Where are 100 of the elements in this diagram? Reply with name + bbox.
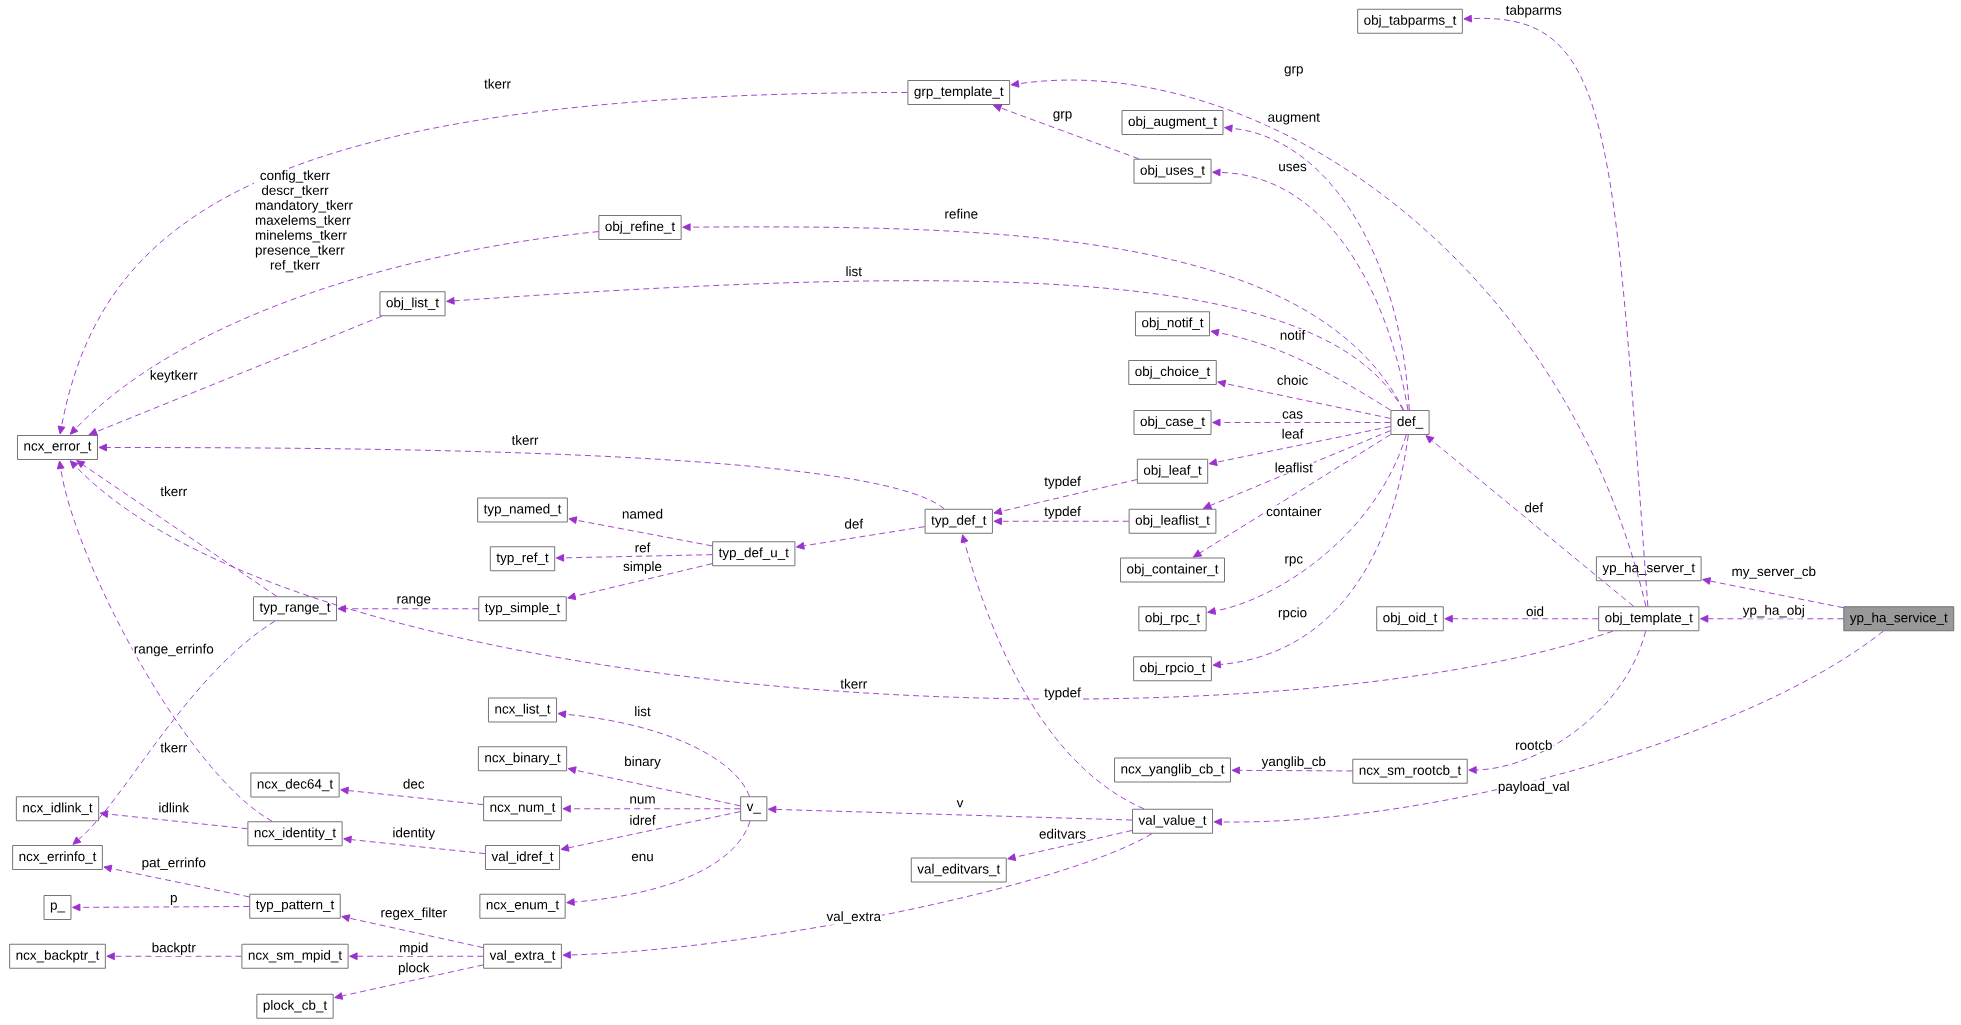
arrow	[88, 315, 383, 436]
edge-label: cas	[1281, 410, 1304, 420]
arrow	[1224, 124, 1410, 411]
edge-label: uses	[1277, 162, 1308, 173]
edge-label: dec	[401, 777, 426, 790]
arrow	[1010, 79, 1647, 607]
arrow	[103, 864, 250, 898]
edge-label: oid	[1525, 605, 1545, 618]
class-box: ncx_dec64_t	[250, 772, 340, 798]
arrow	[560, 811, 741, 852]
edge-label: binary	[623, 755, 662, 770]
edge-label: p	[169, 894, 179, 906]
edge-label: rpc	[1283, 555, 1305, 568]
class-box: v_	[740, 796, 768, 822]
arrow	[349, 952, 484, 961]
edge-label: backptr	[150, 941, 197, 957]
class-box: typ_simple_t	[478, 596, 567, 622]
arrow	[567, 766, 741, 807]
class-box: typ_ref_t	[489, 546, 556, 572]
arrow	[446, 280, 1404, 411]
class-box: obj_list_t	[379, 291, 446, 317]
arrow	[56, 460, 273, 822]
edge-label: rootcb	[1514, 739, 1554, 751]
edge-label: simple	[622, 560, 663, 575]
class-box: typ_pattern_t	[249, 893, 341, 919]
arrow	[106, 952, 242, 961]
edge-label: leaf	[1280, 427, 1305, 440]
edge-label: def	[1523, 501, 1545, 514]
selected-class-box: yp_ha_service_t	[1843, 606, 1955, 632]
arrow	[72, 903, 250, 912]
arrow	[1444, 614, 1599, 623]
edge-label: range	[395, 595, 432, 608]
arrow	[1210, 328, 1391, 411]
class-box: typ_named_t	[477, 497, 568, 523]
arrow	[72, 620, 276, 845]
edge-label: regex_filter	[379, 906, 448, 922]
edge-label: config_tkerr descr_tkerr mandatory_tkerr maxelems_tkerr minelems_tkerr presence_tkerr ref_tkerr	[254, 169, 353, 274]
class-box: ncx_backptr_t	[9, 943, 106, 969]
class-box: plock_cb_t	[256, 993, 334, 1019]
edge-label: tkerr	[159, 485, 189, 498]
class-box: obj_uses_t	[1133, 158, 1212, 184]
arrow	[562, 804, 741, 813]
arrow	[98, 443, 945, 510]
edge-label: mpid	[398, 941, 430, 957]
class-box: obj_augment_t	[1121, 110, 1224, 135]
class-box: val_value_t	[1132, 808, 1213, 834]
arrow	[1212, 418, 1391, 427]
edge-label: choic	[1275, 374, 1310, 386]
edge-label: tkerr	[483, 77, 512, 90]
class-box: yp_ha_server_t	[1595, 556, 1702, 582]
class-box: ncx_enum_t	[479, 893, 566, 919]
class-box: val_idref_t	[485, 845, 560, 870]
edge-label: refine	[943, 207, 980, 220]
arrow	[337, 604, 479, 613]
arrow	[562, 833, 1153, 959]
arrow	[568, 516, 713, 547]
arrow	[993, 517, 1130, 526]
class-box: grp_template_t	[907, 80, 1011, 105]
edge-label: val_extra	[825, 910, 883, 925]
arrow	[1207, 434, 1407, 615]
arrow	[796, 526, 926, 550]
arrow	[767, 805, 1133, 821]
edge-label: list	[633, 705, 652, 718]
arrow	[69, 460, 1614, 700]
class-box: obj_rpc_t	[1138, 606, 1207, 632]
class-box: ncx_binary_t	[477, 746, 568, 772]
edge-label: typdef	[1043, 475, 1082, 490]
arrow	[1217, 379, 1391, 419]
class-box: ncx_num_t	[483, 796, 562, 822]
edge-label: my_server_cb	[1730, 565, 1817, 580]
arrow	[1212, 168, 1409, 411]
arrow	[1702, 577, 1844, 609]
edge-label: tkerr	[839, 677, 869, 690]
class-box: obj_oid_t	[1376, 606, 1444, 632]
arrow	[682, 223, 1405, 411]
edge-label: idlink	[157, 801, 191, 814]
edge-label: tkerr	[510, 434, 540, 446]
class-box: typ_def_u_t	[712, 541, 796, 567]
edge-label: num	[628, 795, 657, 805]
arrow	[1193, 434, 1391, 558]
arrow	[555, 554, 713, 562]
class-box: ncx_list_t	[488, 697, 557, 723]
arrow	[960, 534, 1145, 810]
class-box: obj_tabparms_t	[1357, 8, 1463, 34]
class-box: ncx_error_t	[17, 435, 98, 460]
class-box: ncx_sm_mpid_t	[241, 943, 349, 969]
class-box: obj_refine_t	[598, 215, 682, 240]
edge-label: tabparms	[1504, 4, 1563, 19]
arrow	[99, 810, 248, 830]
class-box: obj_notif_t	[1135, 311, 1210, 337]
class-box: obj_leaflist_t	[1128, 508, 1217, 534]
arrow	[57, 92, 908, 435]
class-box: obj_case_t	[1133, 410, 1212, 435]
arrow	[557, 710, 750, 797]
edge-label: grp	[1283, 65, 1305, 78]
edge-label: yanglib_cb	[1260, 755, 1327, 770]
class-box: typ_range_t	[253, 596, 337, 622]
class-box: val_editvars_t	[910, 857, 1007, 883]
edge-label: idref	[628, 814, 657, 826]
edge-label: payload_val	[1496, 780, 1571, 795]
